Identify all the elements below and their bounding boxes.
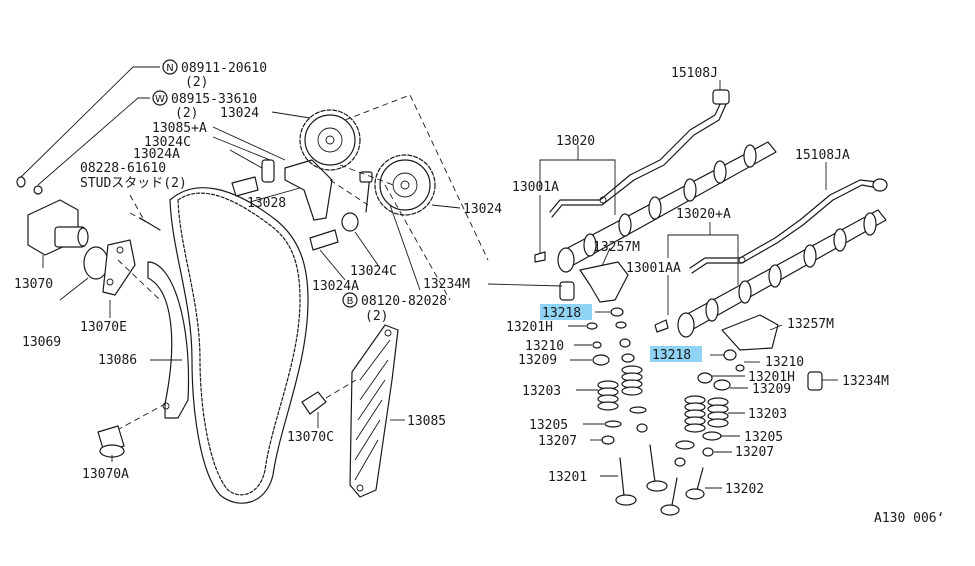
label-13024a-top: 13024A xyxy=(133,147,180,162)
spring-right-1 xyxy=(684,395,706,433)
label-13028: 13028 xyxy=(247,196,286,211)
label-13203-left: 13203 xyxy=(522,384,561,399)
label-13069: 13069 xyxy=(22,335,61,350)
label-13070a: 13070A xyxy=(82,467,129,482)
highlight-13218-right xyxy=(650,346,702,362)
part-labels: 08911-20610 (2) 08915-33610 (2) 13024 13… xyxy=(14,61,889,497)
label-13202: 13202 xyxy=(725,482,764,497)
label-08228-61610: 08228-61610 xyxy=(80,161,166,176)
label-13024a-bot: 13024A xyxy=(312,279,359,294)
label-13001a: 13001A xyxy=(512,180,559,195)
label-13024-top: 13024 xyxy=(220,106,259,121)
label-13024c-top: 13024C xyxy=(144,135,191,150)
label-13086: 13086 xyxy=(98,353,137,368)
highlight-13218-left xyxy=(540,304,592,320)
label-08915-qty: (2) xyxy=(175,106,198,121)
label-08915-33610: 08915-33610 xyxy=(171,92,257,107)
label-13201h-left: 13201H xyxy=(506,320,553,335)
bolt-13070c xyxy=(301,379,357,428)
spring-left-2 xyxy=(621,365,643,396)
label-13085a: 13085+A xyxy=(152,121,207,136)
reference-code: A130 006‘ xyxy=(874,511,944,526)
label-13205-left: 13205 xyxy=(529,418,568,433)
symbol-w: W xyxy=(155,94,165,105)
label-13207-right: 13207 xyxy=(735,445,774,460)
oil-tube-15108j xyxy=(549,80,730,218)
label-13201-left: 13201 xyxy=(548,470,587,485)
label-13024c-bot: 13024C xyxy=(350,264,397,279)
label-13001aa: 13001AA xyxy=(626,261,681,276)
label-13020: 13020 xyxy=(556,134,595,149)
camshaft-13020a xyxy=(654,209,887,338)
label-08911-qty: (2) xyxy=(185,75,208,90)
symbol-w-circle xyxy=(152,90,168,106)
label-08911-20610: 08911-20610 xyxy=(181,61,267,76)
label-13234m-left: 13234M xyxy=(423,277,470,292)
valve-13202-right xyxy=(660,467,705,516)
label-13085: 13085 xyxy=(407,414,446,429)
bolt-13070a xyxy=(97,425,125,462)
label-13207-left: 13207 xyxy=(538,434,577,449)
sprocket-13024-right xyxy=(374,154,461,216)
sprocket-13024-top xyxy=(271,109,361,171)
label-13070e: 13070E xyxy=(80,320,127,335)
label-13234m-right: 13234M xyxy=(842,374,889,389)
symbol-n: N xyxy=(166,63,173,74)
alignment-lines xyxy=(339,94,489,301)
label-13210-left: 13210 xyxy=(525,339,564,354)
spring-right-2 xyxy=(707,397,729,428)
label-13203-right: 13203 xyxy=(748,407,787,422)
label-13210-right: 13210 xyxy=(765,355,804,370)
label-15108j: 15108J xyxy=(671,66,718,81)
label-08120-82028: 08120-82028 xyxy=(361,294,447,309)
top-left-leaders xyxy=(16,66,160,195)
valve-train-left xyxy=(487,247,668,506)
label-13024-right: 13024 xyxy=(463,202,502,217)
label-13070c: 13070C xyxy=(287,430,334,445)
upper-chain-guide-13028 xyxy=(212,126,333,221)
timing-chain xyxy=(169,187,309,504)
oil-tube-15108ja xyxy=(689,162,888,274)
camshaft-13020 xyxy=(534,141,777,273)
label-13257m-right: 13257M xyxy=(787,317,834,332)
chain-guide-13085 xyxy=(349,324,405,498)
symbol-b: B xyxy=(347,296,354,307)
label-13218-right: 13218 xyxy=(652,348,691,363)
label-13218-left: 13218 xyxy=(542,306,581,321)
valve-13201-left xyxy=(615,444,668,506)
label-08120-qty: (2) xyxy=(365,309,388,324)
label-13205-right: 13205 xyxy=(744,430,783,445)
symbol-n-circle xyxy=(162,59,178,75)
valve-train-right xyxy=(660,314,838,516)
label-13070: 13070 xyxy=(14,277,53,292)
label-stud: STUDスタッド(2) xyxy=(80,176,187,191)
chain-tensioner-13070 xyxy=(27,199,161,318)
label-13201h-right: 13201H xyxy=(748,370,795,385)
label-15108ja: 15108JA xyxy=(795,148,850,163)
symbol-b-circle xyxy=(342,292,358,308)
label-13020a: 13020+A xyxy=(676,207,731,222)
spring-left-1 xyxy=(597,380,619,411)
label-13257m-top: 13257M xyxy=(593,240,640,255)
label-13209-right: 13209 xyxy=(752,382,791,397)
stud-08228 xyxy=(129,194,161,231)
bolt-13024a-lower xyxy=(309,171,381,281)
label-13209-left: 13209 xyxy=(518,353,557,368)
